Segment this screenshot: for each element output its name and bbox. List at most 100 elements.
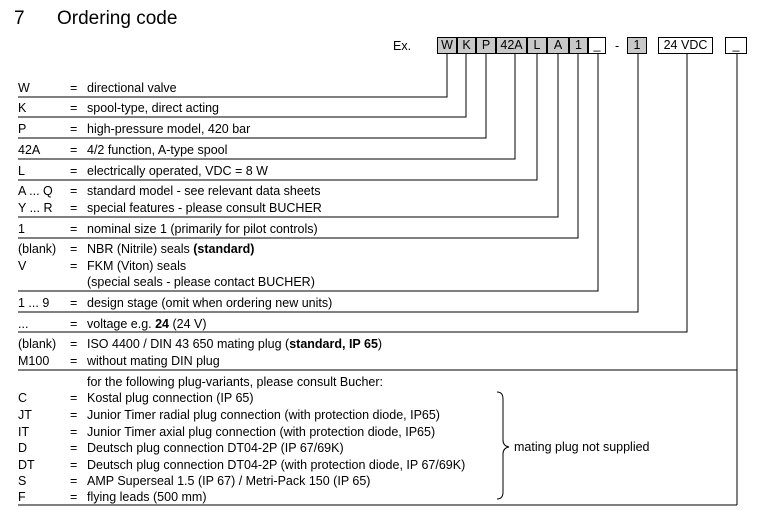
connector-model <box>18 54 559 218</box>
desc-bold: standard, IP 65 <box>289 337 378 351</box>
row-code: 42A <box>18 143 41 157</box>
equals-sign: = <box>70 337 78 351</box>
desc-bold: (standard) <box>193 242 255 256</box>
row-description: for the following plug-variants, please … <box>87 375 383 389</box>
row-code: A ... Q <box>18 184 53 198</box>
equals-sign: = <box>70 425 78 439</box>
row-description: voltage e.g. 24 (24 V) <box>87 317 207 332</box>
equals-sign: = <box>70 242 78 256</box>
row-code: 1 <box>18 222 25 236</box>
row-description: Junior Timer axial plug connection (with… <box>87 425 436 439</box>
equals-sign: = <box>70 101 78 115</box>
row-code: F <box>18 490 26 504</box>
section-number: 7 <box>14 8 25 29</box>
connector-p <box>18 54 487 139</box>
code-separator: - <box>615 39 620 53</box>
connector-design-stage <box>18 54 639 313</box>
equals-sign: = <box>70 164 78 178</box>
connector-w <box>18 54 448 98</box>
row-description: spool-type, direct acting <box>87 101 220 115</box>
connector-voltage <box>18 54 688 333</box>
row-code: D <box>18 441 28 455</box>
example-prefix: Ex. <box>393 39 412 53</box>
equals-sign: = <box>70 458 78 472</box>
equals-sign: = <box>70 441 78 455</box>
equals-sign: = <box>70 296 78 310</box>
row-description: electrically operated, VDC = 8 W <box>87 164 268 178</box>
desc-text: NBR (Nitrile) seals <box>87 242 194 256</box>
row-description: NBR (Nitrile) seals (standard) <box>87 242 254 257</box>
row-code: M100 <box>18 354 50 368</box>
row-code: C <box>18 391 28 405</box>
code-box-w: W <box>437 37 457 54</box>
code-box-p: P <box>476 37 496 54</box>
connector-k <box>18 54 467 118</box>
row-description: Junior Timer radial plug connection (wit… <box>87 408 440 422</box>
desc-text: ISO 4400 / DIN 43 650 mating plug ( <box>87 337 290 351</box>
code-box-k: K <box>457 37 476 54</box>
row-code: V <box>18 259 27 273</box>
row-description: standard model - see relevant data sheet… <box>87 184 321 198</box>
row-code: 1 ... 9 <box>18 296 50 310</box>
equals-sign: = <box>70 317 78 331</box>
row-description: Deutsch plug connection DT04-2P (IP 67/6… <box>87 441 344 455</box>
row-code: K <box>18 101 27 115</box>
row-code: P <box>18 122 27 136</box>
code-box-voltage: 24 VDC <box>658 37 713 54</box>
code-box-seals: _ <box>588 37 606 54</box>
connector-size <box>18 54 579 239</box>
row-code: Y ... R <box>18 201 53 215</box>
row-code: ... <box>18 317 29 331</box>
equals-sign: = <box>70 259 78 273</box>
equals-sign: = <box>70 201 78 215</box>
code-box-l: L <box>527 37 547 54</box>
desc-text: voltage e.g. <box>87 317 156 331</box>
equals-sign: = <box>70 143 78 157</box>
desc-text: ) <box>377 337 383 351</box>
row-description: Kostal plug connection (IP 65) <box>87 391 254 405</box>
row-description: flying leads (500 mm) <box>87 490 207 504</box>
code-box-function: 42A <box>496 37 527 54</box>
row-description: FKM (Viton) seals <box>87 259 187 273</box>
code-box-model: A <box>547 37 569 54</box>
equals-sign: = <box>70 222 78 236</box>
equals-sign: = <box>70 474 78 488</box>
row-code: JT <box>18 408 32 422</box>
equals-sign: = <box>70 354 78 368</box>
desc-bold: 24 <box>155 317 170 331</box>
row-description: 4/2 function, A-type spool <box>87 143 228 157</box>
brace <box>496 391 510 500</box>
row-code: IT <box>18 425 30 439</box>
equals-sign: = <box>70 408 78 422</box>
row-code: W <box>18 81 30 95</box>
row-code: L <box>18 164 25 178</box>
row-code: S <box>18 474 27 488</box>
row-description: design stage (omit when ordering new uni… <box>87 296 333 310</box>
equals-sign: = <box>70 391 78 405</box>
connector-function <box>18 54 516 160</box>
code-box-plug: _ <box>725 37 747 54</box>
code-box-design-stage: 1 <box>627 37 647 54</box>
equals-sign: = <box>70 490 78 504</box>
row-description: special features - please consult BUCHER <box>87 201 322 215</box>
desc-text: (24 V) <box>169 317 207 331</box>
equals-sign: = <box>70 122 78 136</box>
equals-sign: = <box>70 184 78 198</box>
code-box-size: 1 <box>569 37 588 54</box>
row-description: (special seals - please contact BUCHER) <box>87 275 315 289</box>
row-description: AMP Superseal 1.5 (IP 67) / Metri-Pack 1… <box>87 474 371 488</box>
row-description: ISO 4400 / DIN 43 650 mating plug (stand… <box>87 337 382 352</box>
connector-seals <box>18 54 599 292</box>
row-description: nominal size 1 (primarily for pilot cont… <box>87 222 318 236</box>
row-code: (blank) <box>18 242 57 256</box>
row-description: high-pressure model, 420 bar <box>87 122 251 136</box>
connector-l <box>18 54 538 181</box>
section-title: Ordering code <box>57 8 178 29</box>
row-code: (blank) <box>18 337 57 351</box>
brace-note: mating plug not supplied <box>514 440 650 454</box>
equals-sign: = <box>70 81 78 95</box>
row-code: DT <box>18 458 35 472</box>
row-description: directional valve <box>87 81 177 95</box>
row-description: Deutsch plug connection DT04-2P (with pr… <box>87 458 466 472</box>
